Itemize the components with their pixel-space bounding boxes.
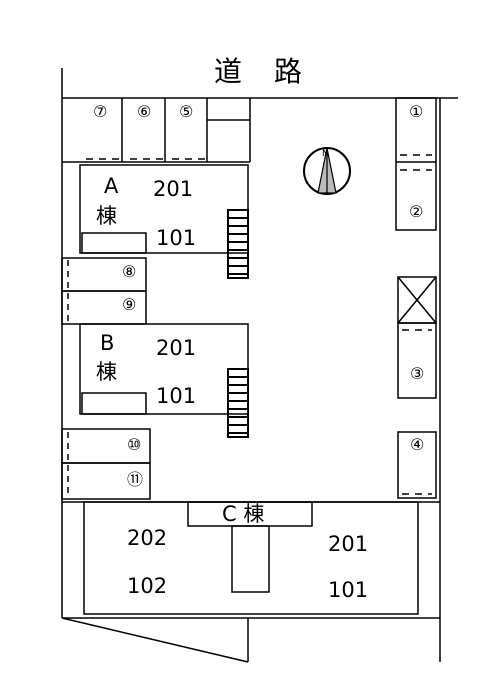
building-c-name: C 棟 (222, 502, 265, 526)
building-a-name-line2: 棟 (96, 204, 117, 228)
building-b-stairs (227, 368, 249, 438)
road-label: 道 路 (214, 55, 305, 88)
building-a-name-line1: A (104, 174, 119, 198)
parking-space-2: ② (409, 202, 424, 221)
bottom-wedge-line (61, 617, 249, 663)
parking-space-10: ⑩ (127, 435, 142, 454)
building-b-name-line1: B (100, 331, 115, 355)
parking-space-9: ⑨ (122, 295, 137, 314)
parking-space-11: ⑪ (127, 470, 144, 489)
building-b-entrance (81, 392, 147, 415)
compass-letter: N (322, 149, 329, 159)
parking-space-7: ⑦ (93, 102, 108, 121)
parking-space-1: ① (409, 102, 424, 121)
building-a-room-upper: 201 (153, 177, 194, 201)
building-b-room-upper: 201 (156, 336, 197, 360)
building-a-room-lower: 101 (156, 226, 197, 250)
building-a-entrance (81, 232, 147, 254)
building-c-stair-core (231, 525, 270, 593)
parking-space-4: ④ (410, 435, 425, 454)
parking-space-8: ⑧ (122, 262, 137, 281)
parking-space-3: ③ (410, 364, 425, 383)
building-a-stairs (227, 209, 249, 279)
building-c-room-left-lower: 102 (127, 574, 168, 598)
compass-icon (303, 147, 351, 195)
building-c-room-right-lower: 101 (328, 578, 369, 602)
parking-space-6: ⑥ (137, 102, 152, 121)
building-b-room-lower: 101 (156, 384, 197, 408)
building-b-name-line2: 棟 (96, 360, 117, 384)
parking-space-5: ⑤ (179, 102, 194, 121)
building-c-room-right-upper: 201 (328, 532, 369, 556)
building-c-room-left-upper: 202 (127, 526, 168, 550)
